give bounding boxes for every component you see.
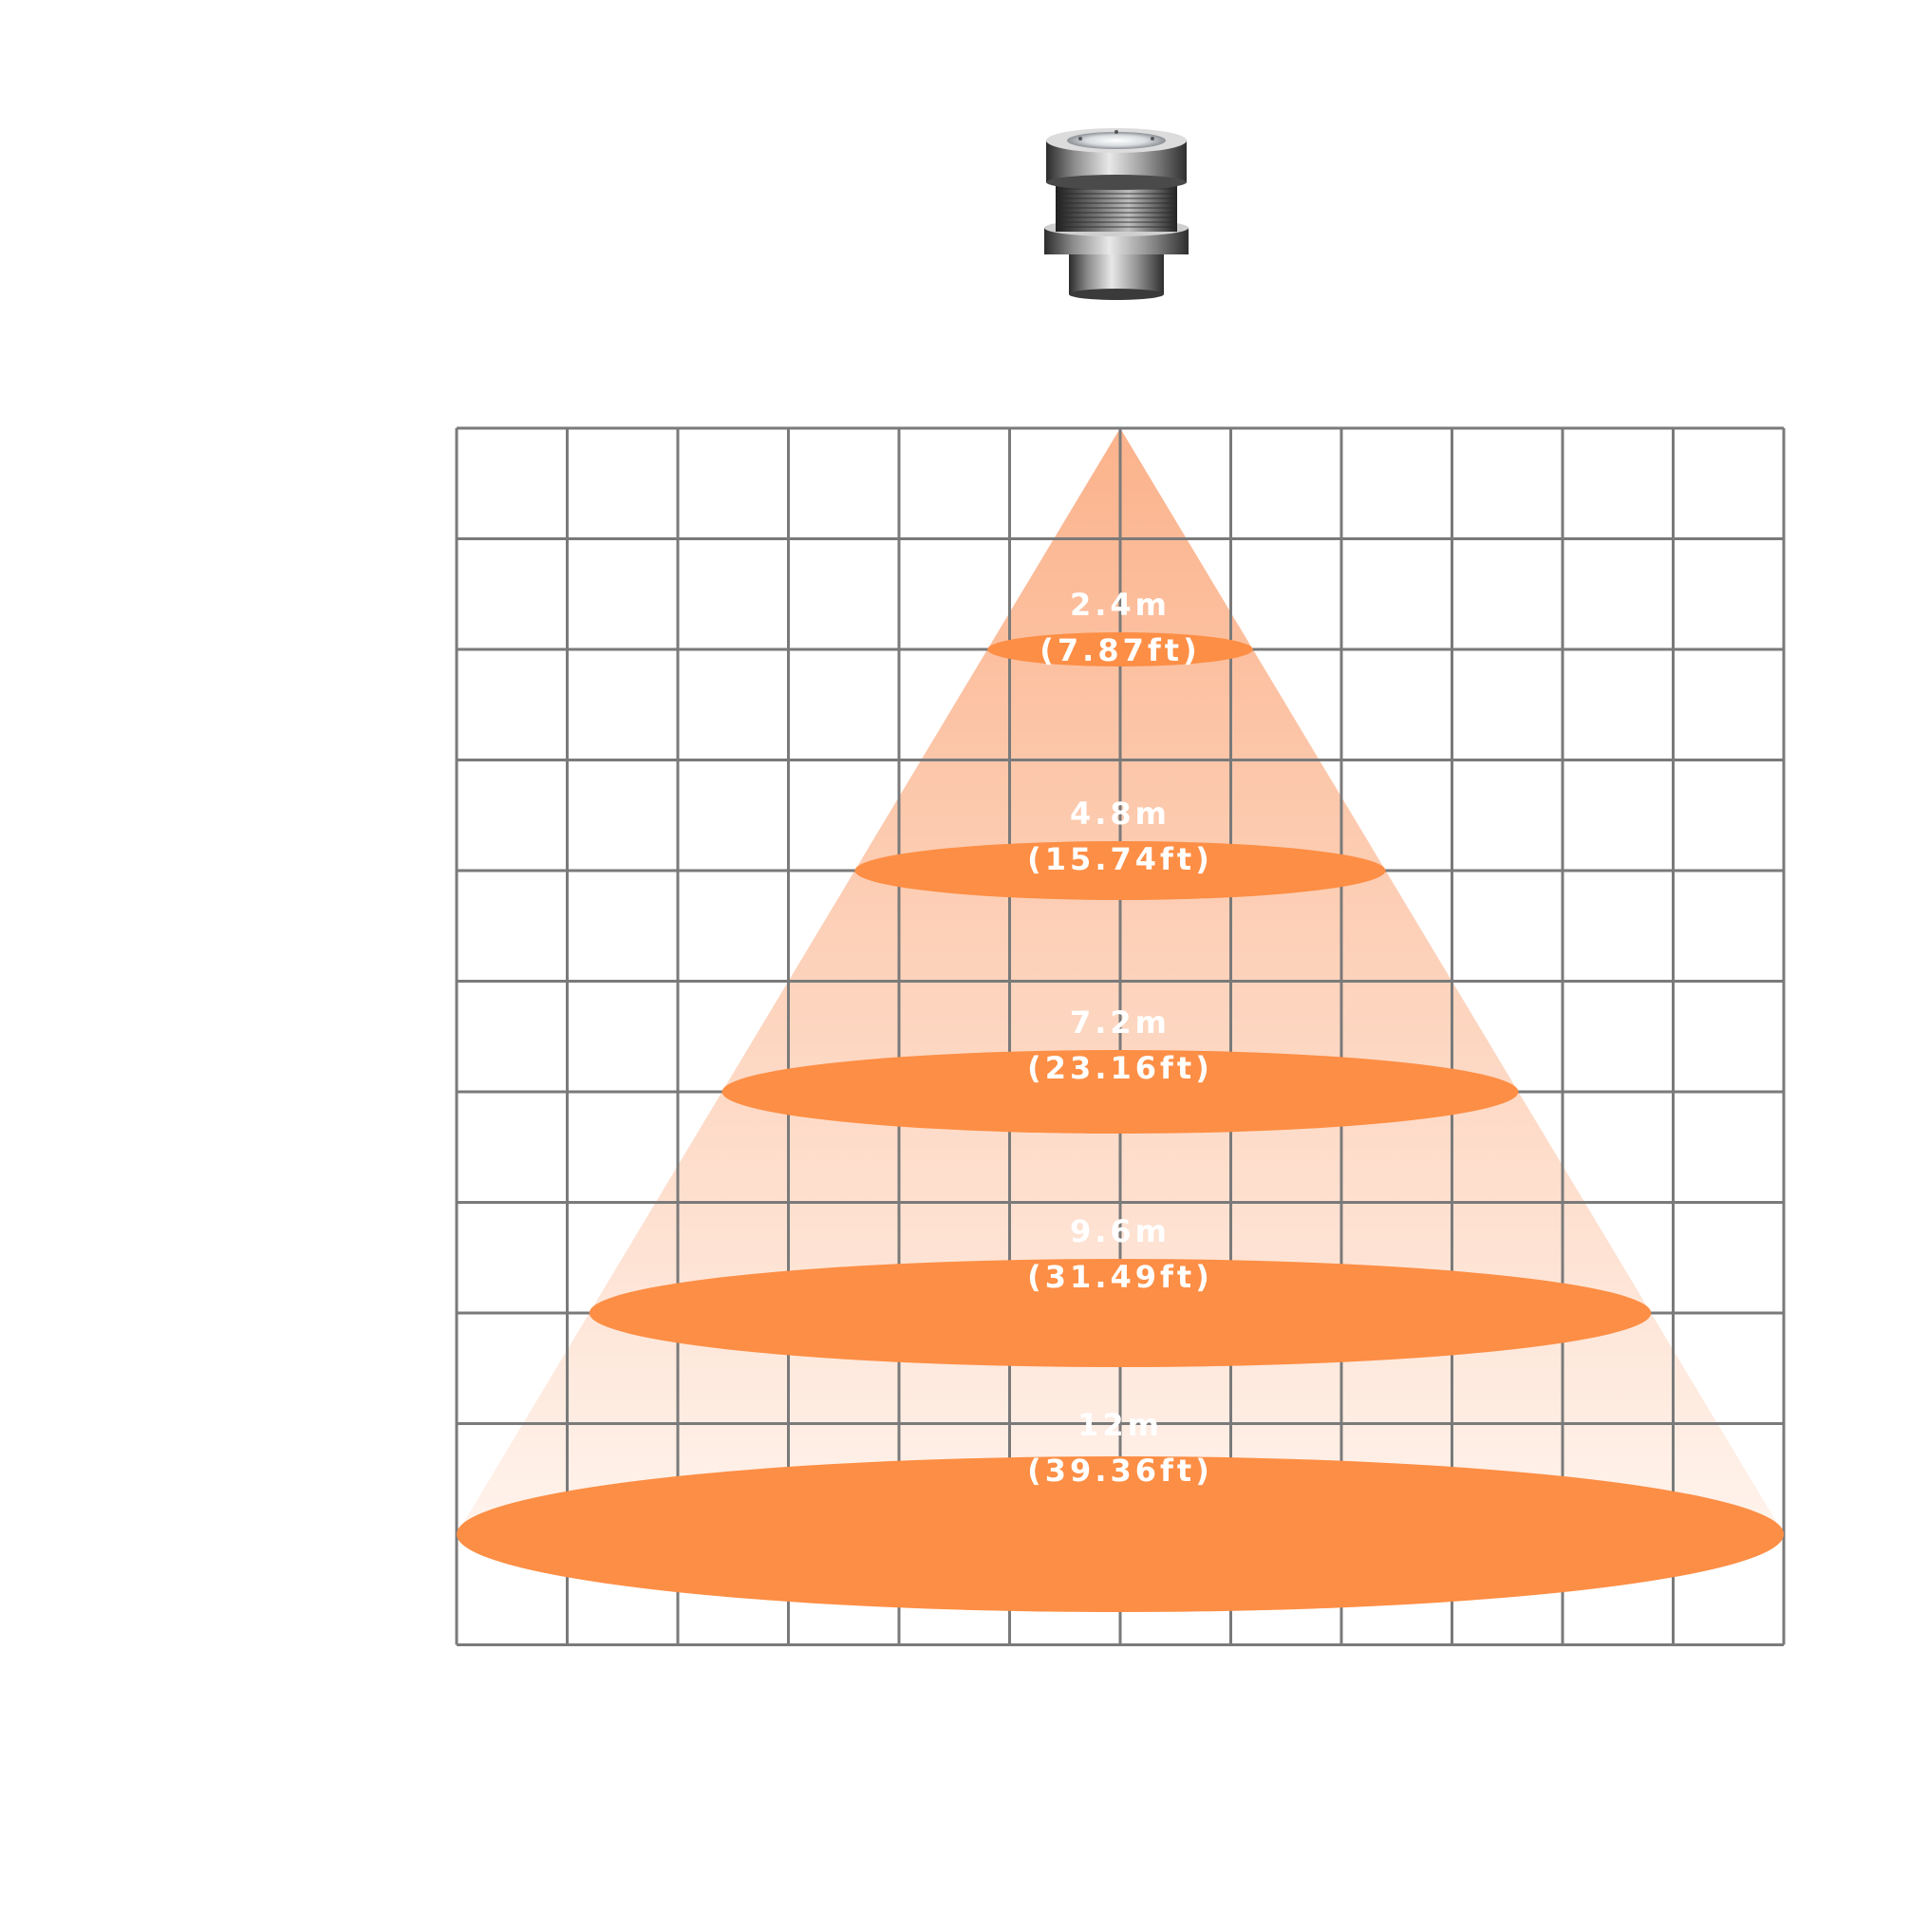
- light-spot: [854, 841, 1386, 900]
- distance-labels: 2.4m (7.87ft) 4.8m (15.74ft) 7.2m (23.16ft) 9.…: [1027, 587, 1213, 1489]
- distance-metric-label: 9.6m: [1070, 1213, 1171, 1249]
- distance-metric-label: 12m: [1077, 1407, 1163, 1443]
- light-spot: [987, 632, 1253, 666]
- distance-metric-label: 4.8m: [1070, 796, 1171, 832]
- spotlight-fixture-icon: [1044, 128, 1189, 300]
- light-spot: [721, 1050, 1519, 1134]
- distance-imperial-label: (7.87ft): [1039, 632, 1200, 668]
- distance-imperial-label: (31.49ft): [1027, 1259, 1213, 1295]
- distance-metric-label: 7.2m: [1070, 1004, 1171, 1041]
- light-spot: [457, 1456, 1784, 1612]
- distance-imperial-label: (15.74ft): [1027, 841, 1213, 877]
- distance-metric-label: 2.4m: [1070, 587, 1171, 623]
- distance-imperial-label: (23.16ft): [1027, 1050, 1213, 1086]
- light-spot: [589, 1259, 1652, 1367]
- distance-imperial-label: (39.36ft): [1027, 1453, 1213, 1489]
- light-spots: [457, 632, 1784, 1612]
